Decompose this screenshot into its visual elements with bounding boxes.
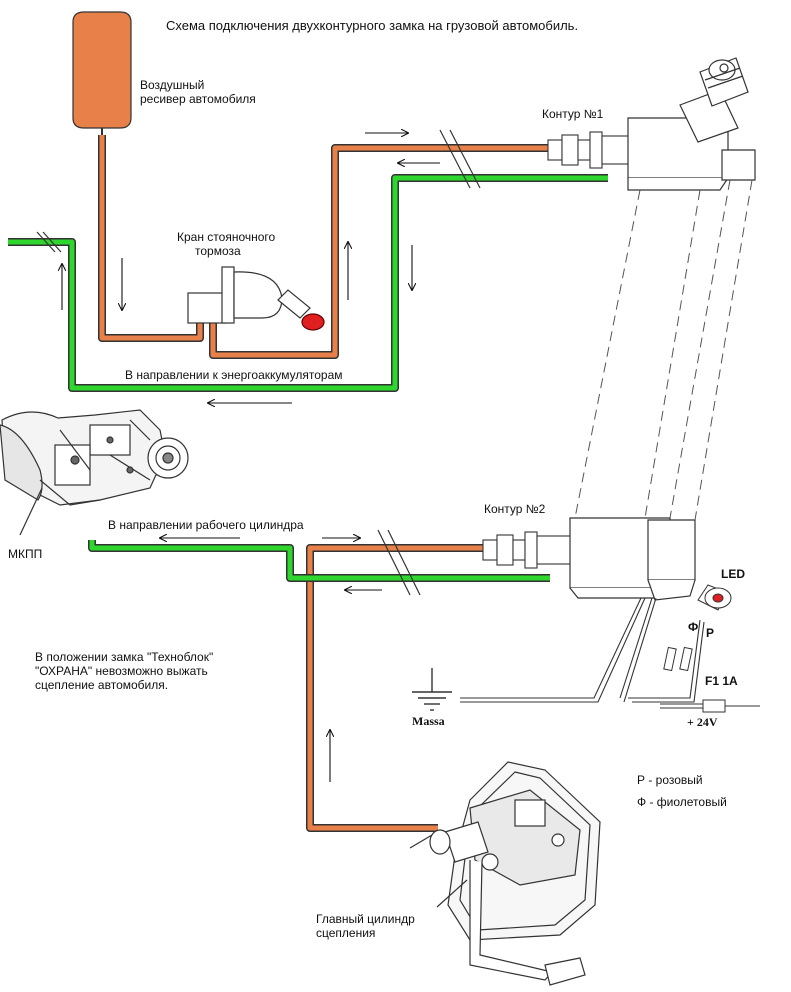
air-receiver xyxy=(72,11,132,135)
break-marks xyxy=(36,129,481,596)
crane-label: Кран стояночного тормоза xyxy=(177,230,275,258)
crane-label-line1: Кран стояночного xyxy=(177,230,276,244)
led-label: LED xyxy=(721,567,745,581)
receiver-label-line1: Воздушный xyxy=(140,78,205,92)
connectors xyxy=(663,646,693,672)
diagram-title: Схема подключения двухконтурного замка н… xyxy=(166,18,579,33)
pink-wire-label: Р xyxy=(706,626,715,640)
lock-block-1 xyxy=(627,57,756,191)
gearbox-label: МКПП xyxy=(8,547,43,561)
master-cylinder-label-line1: Главный цилиндр xyxy=(316,912,415,926)
cylinder-direction-label: В направлении рабочего цилиндра xyxy=(108,518,304,532)
contour1-fitting xyxy=(547,131,631,169)
fuse xyxy=(702,699,726,713)
master-cylinder-label-line2: сцепления xyxy=(316,926,376,940)
lock-note-line3: сцепление автомобиля. xyxy=(35,678,169,692)
lock-note-line2: "ОХРАНА" невозможно выжать xyxy=(35,664,208,678)
receiver-label-line2: ресивер автомобиля xyxy=(140,92,256,106)
violet-wire-label: Ф xyxy=(688,620,699,634)
lock-note: В положении замка "Техноблок" "ОХРАНА" н… xyxy=(35,650,213,692)
fuse-label: F1 1A xyxy=(705,674,738,688)
contour1-label: Контур №1 xyxy=(542,107,604,121)
wiring xyxy=(460,597,760,709)
air-lines xyxy=(98,135,548,832)
accumulators-direction-label: В направлении к энергоаккумуляторам xyxy=(125,368,343,382)
led xyxy=(697,584,732,611)
legend-violet: Ф - фиолетовый xyxy=(637,795,727,809)
clutch-pedal-illustration xyxy=(409,761,601,986)
ground-label: Massa xyxy=(412,714,445,728)
ground-symbol xyxy=(412,668,452,711)
power-label: + 24V xyxy=(687,715,718,729)
lock-note-line1: В положении замка "Техноблок" xyxy=(35,650,214,664)
contour2-label: Контур №2 xyxy=(484,502,546,516)
hydraulic-lines xyxy=(8,174,608,582)
contour2-fitting xyxy=(482,531,574,569)
legend-pink: Р - розовый xyxy=(637,773,703,787)
master-cylinder-label: Главный цилиндр сцепления xyxy=(316,912,415,940)
dashed-projection xyxy=(574,179,753,521)
parking-brake-valve xyxy=(187,266,325,331)
crane-label-line2: тормоза xyxy=(195,244,241,258)
receiver-label: Воздушный ресивер автомобиля xyxy=(140,78,256,106)
lock-block-2 xyxy=(569,517,696,601)
gearbox-illustration xyxy=(0,409,189,536)
flow-arrows xyxy=(62,133,440,782)
